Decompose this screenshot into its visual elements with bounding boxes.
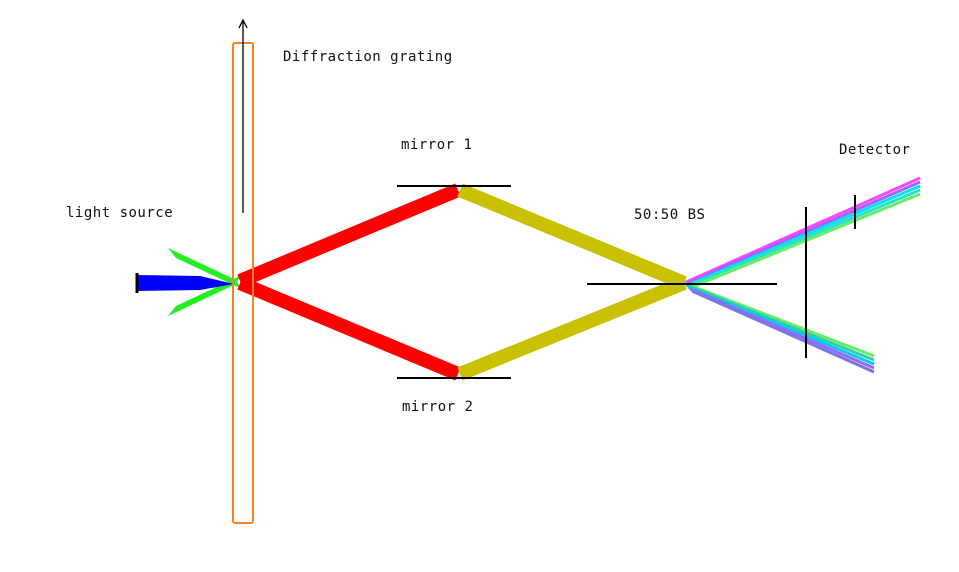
light-source-label: light source: [66, 205, 174, 221]
output-beams-upper: [683, 176, 921, 289]
diffraction-grating-label: Diffraction grating: [283, 49, 453, 65]
arrow-up-icon: [238, 18, 248, 213]
red-beam-upper: [237, 183, 461, 288]
olive-beam-lower: [457, 276, 687, 381]
mirror-1-label: mirror 1: [401, 137, 473, 153]
beam-splitter-label: 50:50 BS: [634, 207, 706, 223]
input-beam: [137, 275, 234, 291]
olive-beam-upper: [457, 183, 687, 290]
red-beam-lower: [237, 276, 461, 381]
green-beam-upper: [168, 248, 240, 288]
output-beams-lower: [683, 281, 875, 374]
detector-label: Detector: [839, 142, 911, 158]
mirror-2-label: mirror 2: [402, 399, 474, 415]
